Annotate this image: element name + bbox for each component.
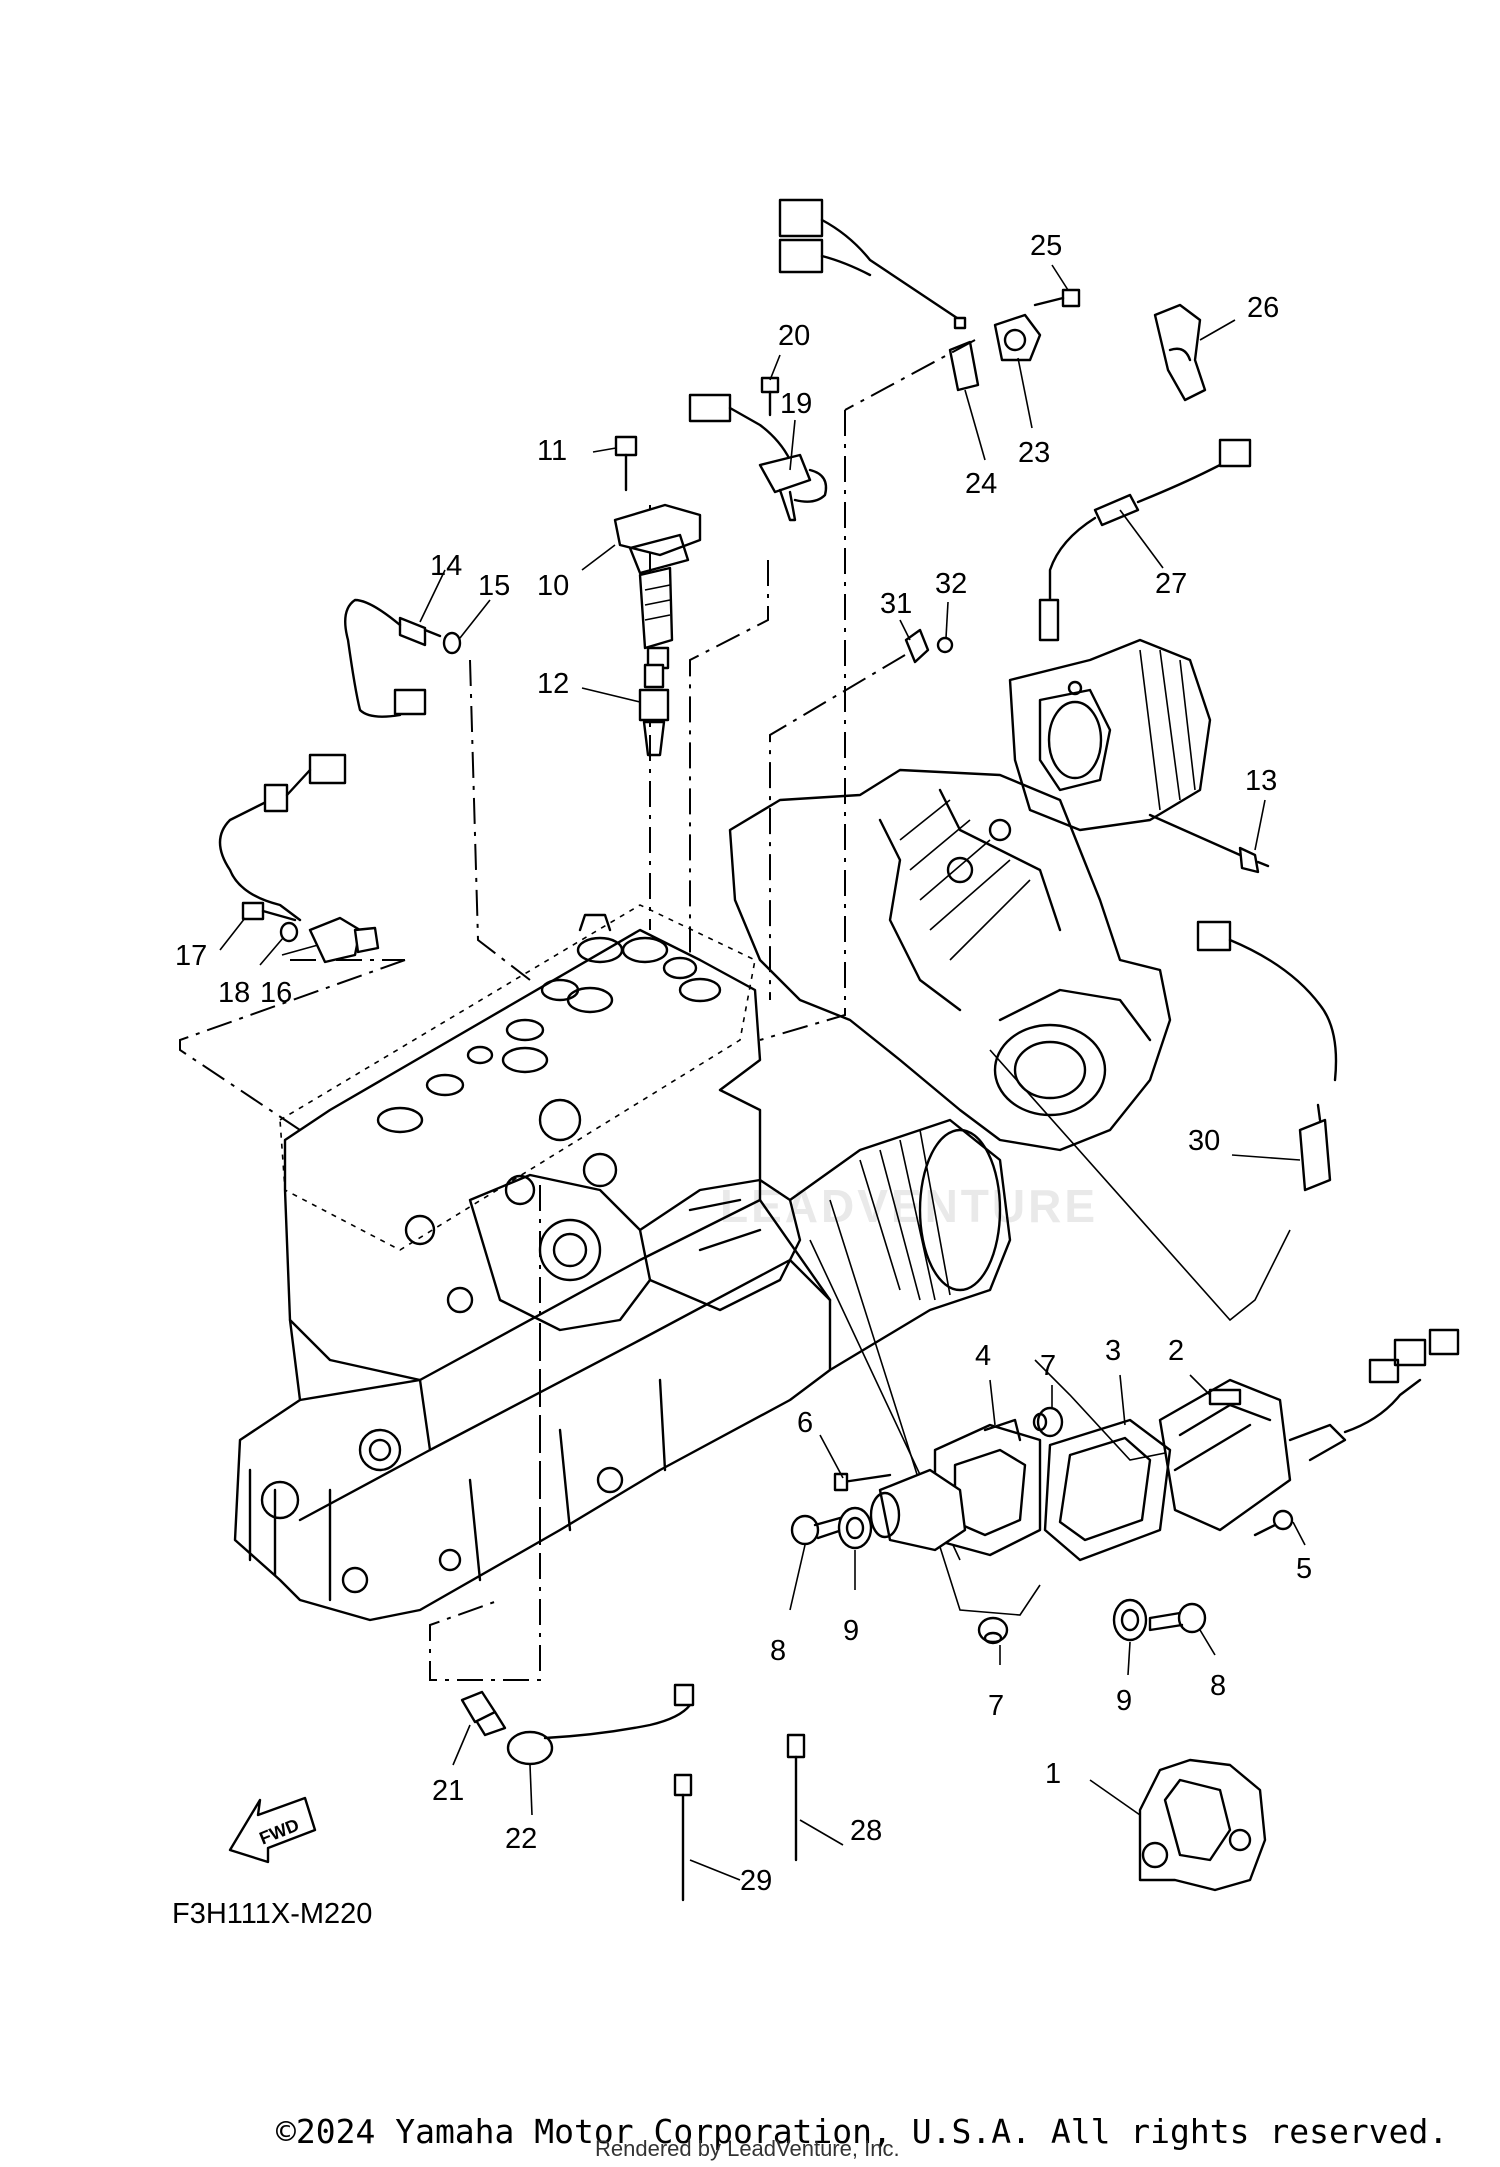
callout-14: 14 bbox=[430, 550, 462, 582]
callout-20: 20 bbox=[778, 320, 810, 352]
callout-10: 10 bbox=[537, 570, 569, 602]
callout-11: 11 bbox=[537, 435, 567, 467]
part-5-bolt[interactable] bbox=[1253, 1509, 1294, 1537]
part-20-bolt[interactable] bbox=[760, 376, 780, 417]
callout-9b: 9 bbox=[1116, 1685, 1132, 1717]
callout-32: 32 bbox=[935, 568, 967, 600]
callout-21: 21 bbox=[432, 1775, 464, 1807]
part-27-sensor[interactable] bbox=[1038, 438, 1252, 642]
fwd-arrow-icon: FWD bbox=[228, 1796, 317, 1864]
callout-9a: 9 bbox=[843, 1615, 859, 1647]
copyright-notice: ©2024 Yamaha Motor Corporation, U.S.A. A… bbox=[276, 2112, 1449, 2151]
callout-7b: 7 bbox=[988, 1690, 1004, 1722]
callout-28: 28 bbox=[850, 1815, 882, 1847]
part-10-ignition-coil[interactable] bbox=[613, 503, 702, 670]
part-25-bolt[interactable] bbox=[1033, 288, 1081, 308]
engine-block bbox=[233, 904, 1012, 1622]
diagram-code: F3H111X-M220 bbox=[172, 1898, 373, 1930]
callout-29: 29 bbox=[740, 1865, 772, 1897]
callout-4: 4 bbox=[975, 1340, 991, 1372]
callout-18: 18 bbox=[218, 977, 250, 1009]
callout-19: 19 bbox=[780, 388, 812, 420]
part-28-cable-tie[interactable] bbox=[786, 1733, 806, 1862]
part-7-grommet-b[interactable] bbox=[977, 1616, 1009, 1645]
part-8-bolt-b[interactable] bbox=[1148, 1602, 1207, 1634]
part-18-washer[interactable] bbox=[279, 921, 299, 943]
callout-12: 12 bbox=[537, 668, 569, 700]
part-30-sensor[interactable] bbox=[1196, 920, 1338, 1192]
callout-16: 16 bbox=[260, 977, 292, 1009]
callout-8a: 8 bbox=[770, 1635, 786, 1667]
part-8-bolt-a[interactable] bbox=[790, 1514, 844, 1546]
part-31-clip[interactable] bbox=[904, 628, 930, 664]
callout-7a: 7 bbox=[1040, 1350, 1056, 1382]
rendered-by-credit: Rendered by LeadVenture, Inc. bbox=[595, 2136, 900, 2161]
part-2-ecu[interactable] bbox=[1158, 1328, 1460, 1532]
callout-labels: 1 2 3 4 5 6 7 7 8 8 9 9 10 11 12 13 14 1… bbox=[175, 230, 1312, 1897]
callout-30: 30 bbox=[1188, 1125, 1220, 1157]
part-24-gasket[interactable] bbox=[948, 340, 980, 392]
callout-26: 26 bbox=[1247, 292, 1279, 324]
watermark-text: LEADVENTURE bbox=[720, 1180, 1098, 1232]
callout-15: 15 bbox=[478, 570, 510, 602]
part-3-gasket[interactable] bbox=[1043, 1418, 1172, 1562]
callout-13: 13 bbox=[1245, 765, 1277, 797]
part-1-bracket[interactable] bbox=[1138, 1758, 1267, 1892]
wire-harness bbox=[778, 198, 967, 330]
callout-27: 27 bbox=[1155, 568, 1187, 600]
part-11-bolt[interactable] bbox=[614, 435, 638, 492]
part-14-sensor[interactable] bbox=[344, 598, 442, 718]
part-12-spark-plug[interactable] bbox=[638, 663, 670, 757]
callout-6: 6 bbox=[797, 1407, 813, 1439]
callout-2: 2 bbox=[1168, 1335, 1184, 1367]
callout-31: 31 bbox=[880, 588, 912, 620]
part-17-bolt[interactable] bbox=[241, 901, 297, 922]
callout-22: 22 bbox=[505, 1823, 537, 1855]
part-7-grommet-a[interactable] bbox=[1032, 1406, 1064, 1438]
part-21-sensor[interactable] bbox=[460, 1690, 507, 1737]
intake-assembly bbox=[728, 638, 1212, 1152]
actuator bbox=[869, 1468, 967, 1552]
callout-3: 3 bbox=[1105, 1335, 1121, 1367]
reference-lines bbox=[179, 339, 1291, 1681]
part-13-sensor[interactable] bbox=[1148, 813, 1270, 874]
callout-1: 1 bbox=[1045, 1758, 1061, 1790]
part-29-cable-tie[interactable] bbox=[673, 1773, 693, 1902]
part-15-o-ring[interactable] bbox=[442, 631, 462, 655]
part-6-screw[interactable] bbox=[833, 1472, 892, 1492]
part-32-screw[interactable] bbox=[936, 636, 954, 654]
callout-8b: 8 bbox=[1210, 1670, 1226, 1702]
part-22-knock-sensor[interactable] bbox=[506, 1683, 695, 1766]
part-9-damper-a[interactable] bbox=[837, 1506, 873, 1550]
part-23-sensor[interactable] bbox=[993, 313, 1042, 362]
part-16-sensor[interactable] bbox=[218, 753, 380, 964]
callout-25: 25 bbox=[1030, 230, 1062, 262]
part-9-damper-b[interactable] bbox=[1112, 1598, 1148, 1642]
part-26-clamp[interactable] bbox=[1153, 303, 1207, 402]
part-19-cam-sensor[interactable] bbox=[688, 393, 828, 522]
callout-23: 23 bbox=[1018, 437, 1050, 469]
callout-17: 17 bbox=[175, 940, 207, 972]
callout-5: 5 bbox=[1296, 1553, 1312, 1585]
callout-24: 24 bbox=[965, 468, 997, 500]
leader-lines bbox=[219, 264, 1306, 1881]
